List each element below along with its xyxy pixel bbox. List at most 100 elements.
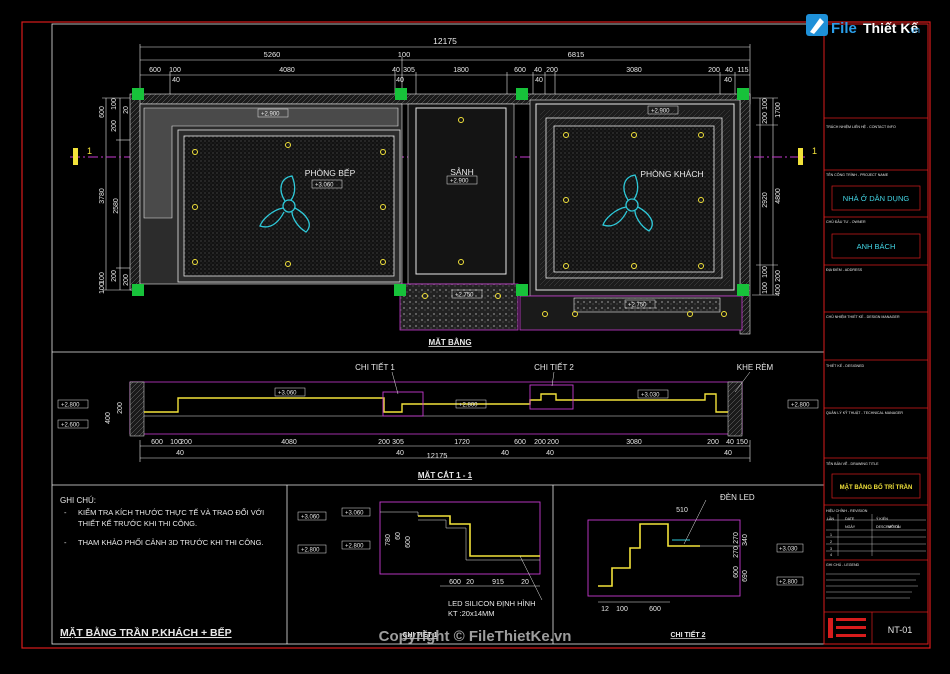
svg-text:ĐỊA ĐIỂM - ADDRESS: ĐỊA ĐIỂM - ADDRESS bbox=[826, 267, 863, 272]
led-light-label: ĐÈN LED bbox=[720, 493, 755, 502]
section-label-curtain: KHE RÈM bbox=[737, 363, 774, 372]
owner-name: ANH BÁCH bbox=[857, 242, 896, 251]
svg-text:600: 600 bbox=[649, 606, 661, 613]
svg-text:60: 60 bbox=[395, 532, 402, 540]
svg-text:2920: 2920 bbox=[762, 192, 769, 208]
svg-text:600: 600 bbox=[151, 439, 163, 446]
svg-text:200: 200 bbox=[111, 120, 118, 132]
svg-text:4080: 4080 bbox=[281, 439, 297, 446]
svg-text:100: 100 bbox=[762, 98, 769, 110]
outer-frame bbox=[21, 21, 931, 649]
svg-text:305: 305 bbox=[403, 67, 415, 74]
svg-text:600: 600 bbox=[514, 67, 526, 74]
svg-text:400: 400 bbox=[775, 284, 782, 296]
svg-text:THIẾT KẾ - DESIGNED: THIẾT KẾ - DESIGNED bbox=[826, 363, 864, 368]
svg-text:DESCRIPTION: DESCRIPTION bbox=[876, 525, 901, 529]
svg-text:+2.800: +2.800 bbox=[301, 548, 320, 554]
svg-text:40: 40 bbox=[392, 67, 400, 74]
svg-text:DATE: DATE bbox=[845, 517, 855, 521]
svg-text:1: 1 bbox=[87, 146, 92, 156]
svg-text:40: 40 bbox=[501, 450, 509, 457]
svg-text:200: 200 bbox=[707, 439, 719, 446]
svg-text:CHỦ ĐẦU TƯ - OWNER: CHỦ ĐẦU TƯ - OWNER bbox=[826, 219, 866, 224]
svg-text:200: 200 bbox=[534, 439, 546, 446]
ceiling-plan: 12175 5260 100 6815 600 100 4080 40 305 … bbox=[70, 36, 817, 347]
svg-text:1: 1 bbox=[830, 533, 832, 537]
svg-text:+2.600: +2.600 bbox=[61, 423, 80, 429]
svg-text:100: 100 bbox=[169, 67, 181, 74]
svg-text:20: 20 bbox=[521, 579, 529, 586]
detail-2: ĐÈN LED 510 270 270 340 600 690 +3.030 +… bbox=[587, 493, 804, 639]
svg-text:150: 150 bbox=[736, 439, 748, 446]
svg-text:+2.800: +2.800 bbox=[61, 403, 80, 409]
svg-text:+2.900: +2.900 bbox=[651, 109, 670, 115]
svg-text:200: 200 bbox=[378, 439, 390, 446]
room-label-hall: SẢNH bbox=[450, 166, 474, 177]
svg-text:40: 40 bbox=[535, 77, 543, 84]
svg-text:200: 200 bbox=[117, 402, 124, 414]
svg-text:20: 20 bbox=[123, 106, 130, 114]
svg-text:40: 40 bbox=[176, 450, 184, 457]
svg-text:-: - bbox=[64, 508, 67, 517]
note-item-1: KIỂM TRA KÍCH THƯỚC THỰC TẾ VÀ TRAO ĐỔI … bbox=[78, 507, 266, 528]
logo-word-tld: .vn bbox=[908, 25, 920, 35]
svg-text:100: 100 bbox=[616, 606, 628, 613]
svg-text:12175: 12175 bbox=[427, 451, 448, 460]
svg-text:3: 3 bbox=[830, 547, 832, 551]
svg-text:100: 100 bbox=[170, 439, 182, 446]
svg-text:600: 600 bbox=[405, 536, 412, 548]
svg-text:1720: 1720 bbox=[454, 439, 470, 446]
svg-text:1700: 1700 bbox=[775, 102, 782, 118]
svg-text:12: 12 bbox=[601, 606, 609, 613]
section-caption: MẶT CẮT 1 - 1 bbox=[418, 471, 473, 480]
logo-word-thietke: Thiết Kế bbox=[863, 20, 918, 36]
svg-text:3780: 3780 bbox=[99, 188, 106, 204]
svg-text:5260: 5260 bbox=[264, 50, 281, 59]
svg-text:TÊN BẢN VẼ - DRAWING TITLE: TÊN BẢN VẼ - DRAWING TITLE bbox=[826, 461, 879, 466]
svg-text:600: 600 bbox=[733, 566, 740, 578]
svg-text:1: 1 bbox=[812, 146, 817, 156]
svg-text:600: 600 bbox=[149, 67, 161, 74]
kitchen-ceiling bbox=[183, 135, 395, 277]
svg-text:TÊN CÔNG TRÌNH - PROJECT NAME: TÊN CÔNG TRÌNH - PROJECT NAME bbox=[826, 172, 889, 177]
logo-word-file: File bbox=[831, 20, 857, 37]
living-ceiling-fan-icon bbox=[602, 174, 653, 232]
svg-text:+2.800: +2.800 bbox=[779, 580, 798, 586]
svg-text:600: 600 bbox=[99, 106, 106, 118]
svg-text:3080: 3080 bbox=[626, 439, 642, 446]
titleblock-drawing-title: MẶT BẰNG BỐ TRÍ TRẦN bbox=[840, 483, 913, 491]
hall-ceiling bbox=[415, 107, 507, 275]
svg-text:40: 40 bbox=[534, 67, 542, 74]
svg-text:+2.900: +2.900 bbox=[261, 112, 280, 118]
svg-text:HIỆU CHỈNH - REVISION: HIỆU CHỈNH - REVISION bbox=[826, 508, 868, 513]
svg-text:4: 4 bbox=[830, 553, 832, 557]
svg-text:2580: 2580 bbox=[113, 198, 120, 214]
svg-text:40: 40 bbox=[724, 77, 732, 84]
svg-text:200: 200 bbox=[111, 270, 118, 282]
svg-text:600: 600 bbox=[514, 439, 526, 446]
svg-text:NGÀY: NGÀY bbox=[845, 525, 856, 529]
svg-text:100: 100 bbox=[99, 272, 106, 284]
notes-title: GHI CHÚ: bbox=[60, 496, 96, 505]
svg-text:40: 40 bbox=[396, 77, 404, 84]
led-silicon-label: LED SILICON ĐỊNH HÌNH bbox=[448, 599, 536, 608]
detail-1-caption: CHI TIẾT 1 bbox=[402, 629, 437, 639]
svg-text:TRÁCH NHIỆM LIÊN HỆ - CONTACT: TRÁCH NHIỆM LIÊN HỆ - CONTACT INFO bbox=[826, 124, 896, 129]
svg-text:+3.030: +3.030 bbox=[779, 547, 798, 553]
svg-text:40: 40 bbox=[724, 450, 732, 457]
svg-text:40: 40 bbox=[725, 67, 733, 74]
svg-text:4800: 4800 bbox=[775, 188, 782, 204]
detail-1: +3.060 +3.060 +2.800 +2.800 780 60 600 6… bbox=[297, 501, 543, 639]
svg-text:2: 2 bbox=[830, 540, 832, 544]
section-label-detail-1: CHI TIẾT 1 bbox=[355, 362, 395, 372]
room-label-kitchen: PHÒNG BẾP bbox=[305, 168, 356, 178]
svg-text:100: 100 bbox=[762, 282, 769, 294]
project-name: NHÀ Ở DÂN DỤNG bbox=[843, 194, 910, 203]
svg-text:+3.030: +3.030 bbox=[641, 393, 660, 399]
svg-text:+2.800: +2.800 bbox=[345, 544, 364, 550]
svg-text:100: 100 bbox=[398, 50, 411, 59]
kitchen-ceiling-fan-icon bbox=[259, 175, 310, 233]
svg-text:-: - bbox=[64, 538, 67, 547]
copyright-watermark: Copyright © FileThietKe.vn bbox=[379, 628, 572, 645]
